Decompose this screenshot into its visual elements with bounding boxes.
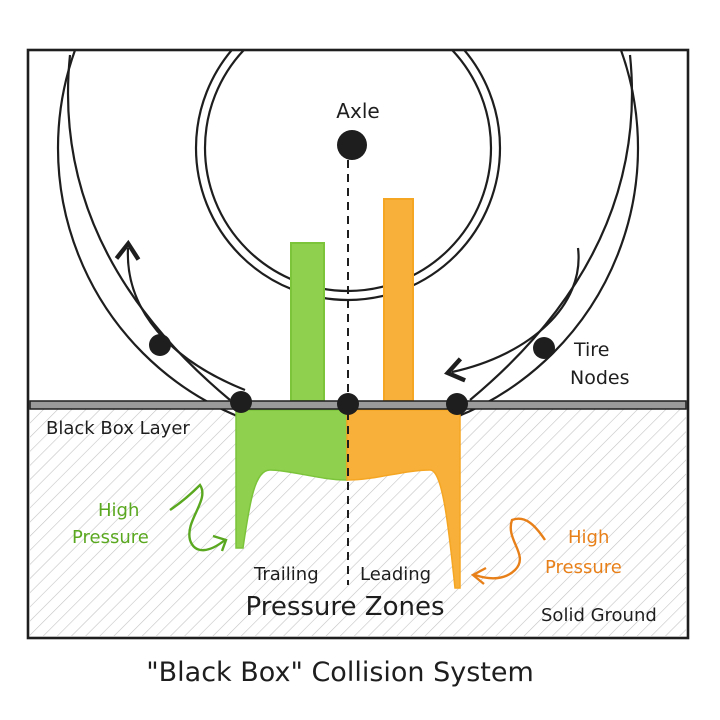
tire-node: [446, 393, 468, 415]
caption: "Black Box" Collision System: [146, 657, 534, 688]
tire-node: [337, 393, 359, 415]
leading-label: Leading: [360, 564, 431, 585]
high-pressure-arrow-right: [474, 517, 546, 580]
high-pressure-left-line1: High: [98, 500, 139, 521]
tire-node: [149, 334, 171, 356]
trailing-label: Trailing: [253, 564, 319, 585]
tire-node: [230, 391, 252, 413]
axle-label: Axle: [336, 99, 379, 123]
black-box-layer-label: Black Box Layer: [46, 418, 190, 439]
high-pressure-right-line1: High: [568, 527, 609, 548]
outer-arc-right: [469, 54, 634, 401]
pressure-zones-label: Pressure Zones: [245, 592, 444, 622]
solid-ground-label: Solid Ground: [541, 605, 657, 626]
tire-nodes-label-line2: Nodes: [570, 367, 630, 389]
high-pressure-left-line2: Pressure: [72, 527, 149, 548]
rotation-arrow-left: [114, 239, 246, 392]
rotation-arrow-right: [444, 247, 580, 383]
axle-dot: [337, 130, 367, 160]
diagram-frame: [26, 48, 690, 640]
trailing-bar: [290, 242, 325, 402]
high-pressure-arrow-left: [169, 483, 226, 552]
trailing-pressure-zone: [235, 409, 348, 549]
leading-bar: [383, 198, 414, 402]
high-pressure-right-line2: Pressure: [545, 557, 622, 578]
outer-arc-left: [66, 54, 231, 401]
leading-pressure-zone: [346, 409, 461, 589]
tire-nodes-label-line1: Tire: [573, 339, 609, 361]
tire-node: [533, 337, 555, 359]
